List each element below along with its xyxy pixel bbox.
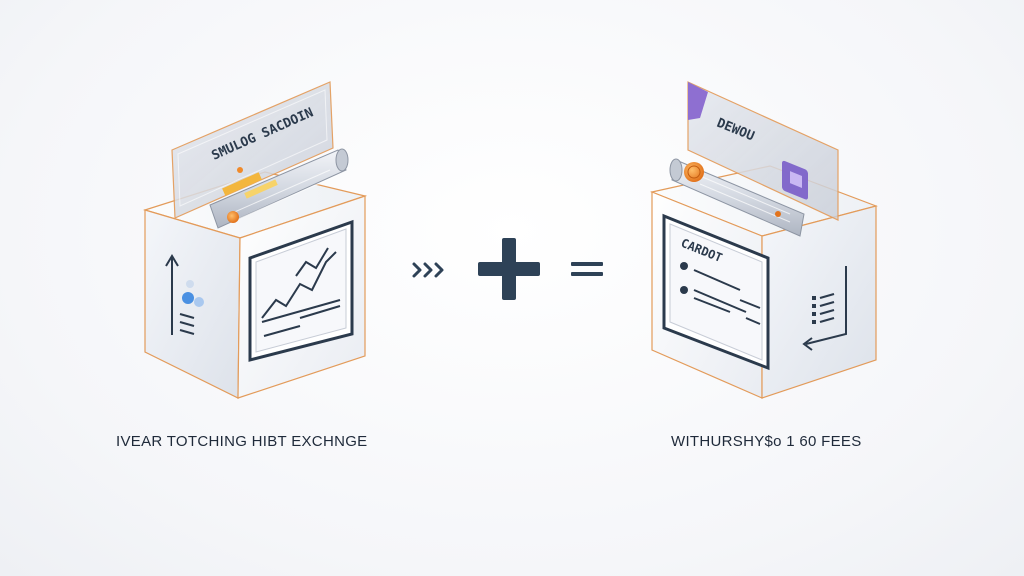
right-box-caption: WITHURSHY$o 1 60 FEES xyxy=(671,433,862,450)
right-side-return-arrow-icon xyxy=(802,266,847,351)
left-box xyxy=(142,81,368,399)
right-card xyxy=(687,81,839,221)
left-side-arrow-icon xyxy=(165,254,179,335)
left-side-badge-icon xyxy=(182,280,204,307)
left-side-list-icon xyxy=(179,313,195,335)
double-chevron-right-icon xyxy=(412,262,444,278)
right-box xyxy=(649,81,878,399)
right-side-list-bullets xyxy=(812,296,816,324)
left-roll xyxy=(209,148,349,229)
right-coin-icon xyxy=(684,162,704,182)
right-screen-list xyxy=(693,269,761,325)
equals-icon xyxy=(571,262,603,276)
left-screen-chart xyxy=(261,247,341,337)
left-box-caption: IVEAR TOTCHING HIBT EXCHNGE xyxy=(116,433,368,450)
plus-icon xyxy=(478,238,540,300)
left-coin-icon xyxy=(227,211,239,223)
right-screen-bullet-icons xyxy=(680,262,688,294)
left-card xyxy=(171,81,334,219)
right-side-list-icon xyxy=(819,292,835,324)
right-roll xyxy=(669,158,805,237)
